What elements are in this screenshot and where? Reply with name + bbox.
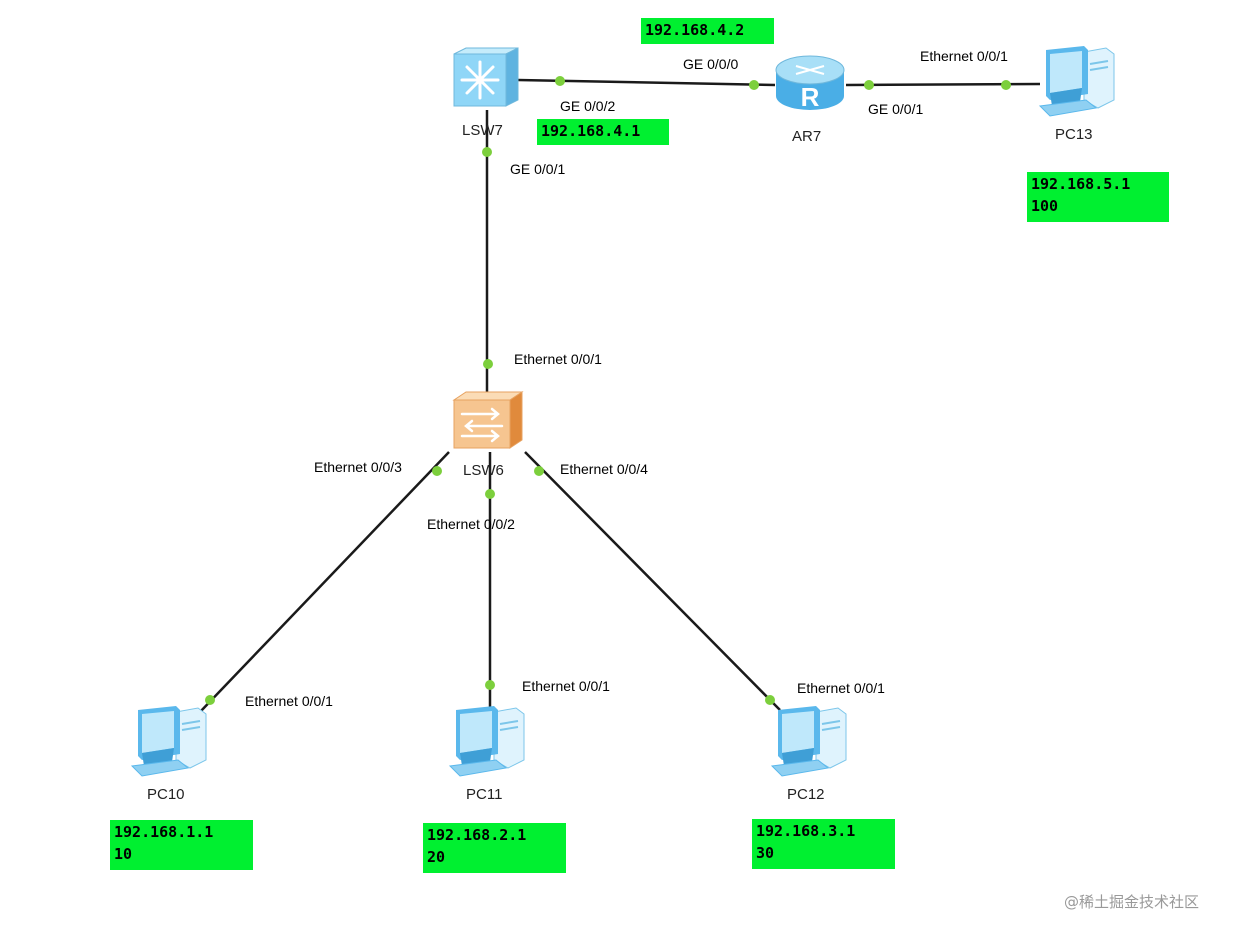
port-label-lsw6-eth001: Ethernet 0/0/1 bbox=[514, 351, 602, 367]
device-label-lsw7: LSW7 bbox=[462, 122, 503, 139]
device-lsw6[interactable] bbox=[450, 390, 526, 452]
port-dot bbox=[485, 680, 495, 690]
port-dot bbox=[765, 695, 775, 705]
ip-note-pc10[interactable]: 192.168.1.1 10 bbox=[110, 820, 253, 870]
port-label-lsw7-ge002: GE 0/0/2 bbox=[560, 98, 616, 114]
port-dot bbox=[205, 695, 215, 705]
port-dot bbox=[482, 147, 492, 157]
device-label-pc12: PC12 bbox=[787, 786, 825, 803]
device-label-ar7: AR7 bbox=[792, 128, 822, 145]
pc-icon bbox=[770, 706, 847, 777]
port-dot bbox=[534, 466, 544, 476]
port-label-lsw6-eth003: Ethernet 0/0/3 bbox=[314, 459, 402, 475]
port-dot bbox=[864, 80, 874, 90]
device-pc11[interactable] bbox=[446, 702, 530, 782]
link-lsw6-pc10[interactable] bbox=[199, 451, 450, 713]
device-label-pc10: PC10 bbox=[147, 786, 185, 803]
port-label-lsw6-eth002: Ethernet 0/0/2 bbox=[427, 516, 515, 532]
link-lsw6-pc12[interactable] bbox=[524, 451, 781, 711]
port-dot bbox=[749, 80, 759, 90]
pc-icon bbox=[130, 706, 207, 777]
ip-note-pc13[interactable]: 192.168.5.1 100 bbox=[1027, 172, 1169, 222]
port-label-lsw7-ge001: GE 0/0/1 bbox=[510, 161, 566, 177]
device-lsw7[interactable] bbox=[448, 46, 522, 110]
device-label-lsw6: LSW6 bbox=[463, 462, 504, 479]
device-label-pc13: PC13 bbox=[1055, 126, 1093, 143]
pc-icon bbox=[448, 706, 525, 777]
pc-icon bbox=[1038, 46, 1115, 117]
port-label-pc13-eth: Ethernet 0/0/1 bbox=[920, 48, 1008, 64]
device-pc12[interactable] bbox=[768, 702, 852, 782]
port-label-ar7-ge001: GE 0/0/1 bbox=[868, 101, 924, 117]
port-dot bbox=[432, 466, 442, 476]
port-dot bbox=[555, 76, 565, 86]
device-label-pc11: PC11 bbox=[466, 786, 503, 803]
port-label-ar7-ge000: GE 0/0/0 bbox=[683, 56, 739, 72]
watermark: @稀土掘金技术社区 bbox=[1064, 893, 1200, 911]
ip-note-lsw7[interactable]: 192.168.4.1 bbox=[537, 119, 669, 145]
port-label-pc10-eth: Ethernet 0/0/1 bbox=[245, 693, 333, 709]
port-label-lsw6-eth004: Ethernet 0/0/4 bbox=[560, 461, 648, 477]
svg-text:R: R bbox=[801, 82, 820, 112]
device-pc13[interactable] bbox=[1036, 42, 1120, 122]
device-ar7[interactable]: R bbox=[772, 50, 848, 118]
ip-note-ar7[interactable]: 192.168.4.2 bbox=[641, 18, 774, 44]
ip-note-pc12[interactable]: 192.168.3.1 30 bbox=[752, 819, 895, 869]
port-label-pc12-eth: Ethernet 0/0/1 bbox=[797, 680, 885, 696]
l3-switch-icon bbox=[453, 47, 519, 107]
port-dot bbox=[485, 489, 495, 499]
device-pc10[interactable] bbox=[128, 702, 212, 782]
l2-switch-icon bbox=[452, 391, 524, 449]
router-icon: R bbox=[775, 55, 845, 112]
port-dot bbox=[1001, 80, 1011, 90]
port-dot bbox=[483, 359, 493, 369]
port-label-pc11-eth: Ethernet 0/0/1 bbox=[522, 678, 610, 694]
ip-note-pc11[interactable]: 192.168.2.1 20 bbox=[423, 823, 566, 873]
